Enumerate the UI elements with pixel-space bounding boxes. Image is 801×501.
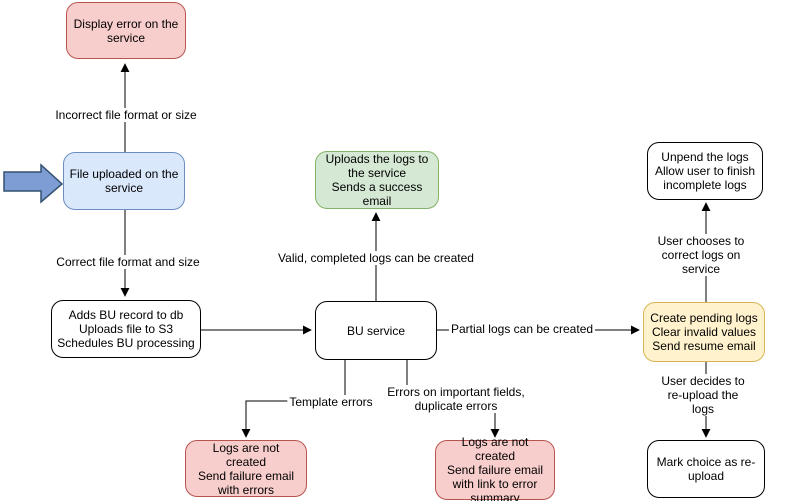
- node-create-pending-logs: Create pending logs Clear invalid values…: [643, 302, 765, 362]
- edge-label-user-reuploads: User decides to re-upload the logs: [654, 374, 752, 416]
- node-unpend-logs: Unpend the logs Allow user to finish inc…: [647, 142, 763, 200]
- edge-label-valid-logs: Valid, completed logs can be created: [276, 251, 476, 265]
- node-logs-failure-fields: Logs are not created Send failure email …: [435, 435, 555, 501]
- edge-label-field-errors: Errors on important fields, duplicate er…: [385, 385, 527, 413]
- node-mark-reupload: Mark choice as re- upload: [647, 440, 765, 498]
- node-logs-failure-template: Logs are not created Send failure email …: [185, 440, 307, 497]
- edge-label-incorrect-format: Incorrect file format or size: [53, 108, 199, 122]
- edge-label-correct-format: Correct file format and size: [54, 255, 202, 269]
- edge-label-template-errors: Template errors: [287, 395, 375, 409]
- node-adds-bu-record: Adds BU record to db Uploads file to S3 …: [51, 300, 201, 358]
- node-bu-service: BU service: [315, 301, 437, 360]
- node-uploads-logs-success: Uploads the logs to the service Sends a …: [315, 151, 439, 209]
- node-display-error: Display error on the service: [66, 2, 186, 59]
- edge-label-partial-logs: Partial logs can be created: [448, 322, 596, 336]
- node-file-uploaded: File uploaded on the service: [63, 152, 185, 210]
- start-arrow-icon: [3, 163, 64, 204]
- edge-label-user-corrects: User chooses to correct logs on service: [651, 234, 751, 276]
